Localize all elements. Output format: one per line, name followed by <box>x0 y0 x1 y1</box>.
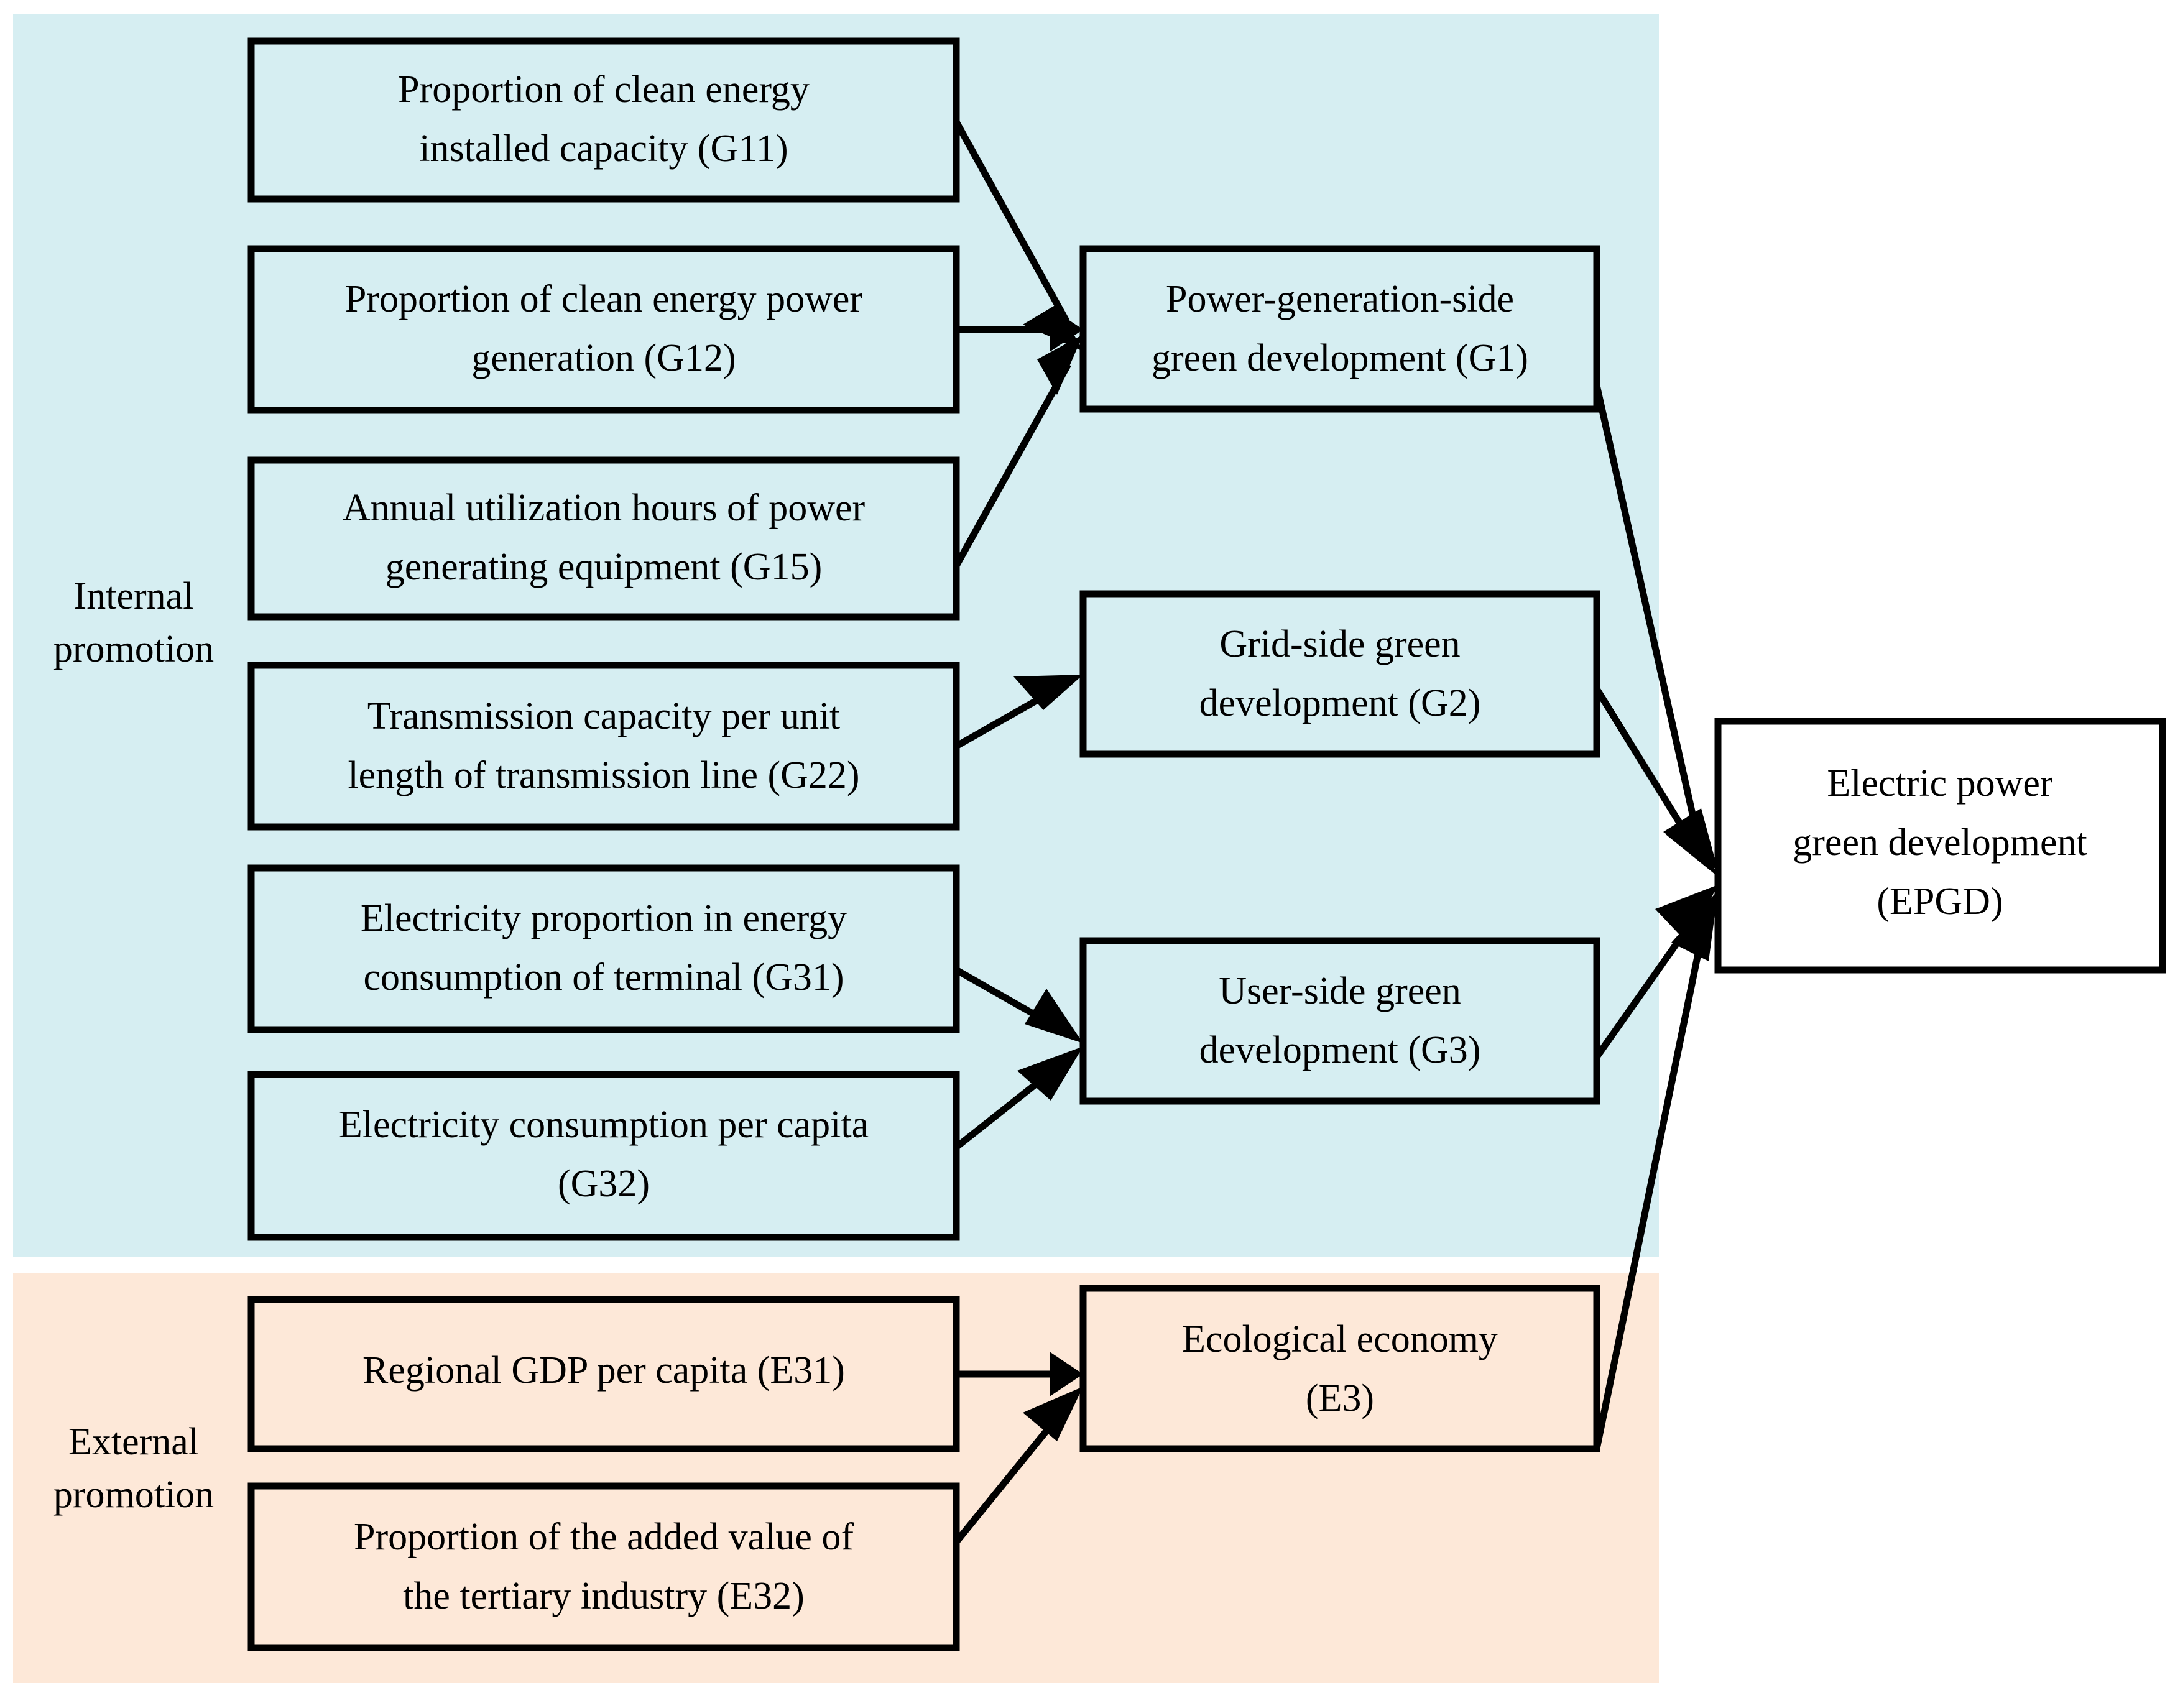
group-label-external-line2: promotion <box>53 1474 214 1516</box>
group-label-external: External promotion <box>53 1421 214 1516</box>
arrowhead-g31-g3 <box>1025 989 1083 1043</box>
node-g1-line1: Power-generation-side <box>1166 278 1514 320</box>
node-g31-line1: Electricity proportion in energy <box>361 897 847 939</box>
edge-e32-to-e3 <box>953 1387 1083 1544</box>
group-label-external-line1: External <box>68 1421 199 1463</box>
node-g3[interactable]: User-side green development (G3) <box>1079 937 1600 1105</box>
arrowhead-g12-g1 <box>1050 307 1083 352</box>
node-g2[interactable]: Grid-side green development (G2) <box>1079 590 1600 758</box>
arrowhead-g15-g1 <box>1037 335 1083 395</box>
node-g3-line2: development (G3) <box>1199 1029 1481 1071</box>
node-g22[interactable]: Transmission capacity per unit length of… <box>247 662 960 831</box>
arrowhead-e3-epgd <box>1671 890 1718 961</box>
node-g22-line1: Transmission capacity per unit <box>367 695 841 737</box>
edge-g31-to-g3 <box>954 967 1083 1043</box>
node-g15-line1: Annual utilization hours of power <box>343 487 866 529</box>
node-epgd-line3: (EPGD) <box>1877 880 2003 923</box>
node-e3-line1: Ecological economy <box>1182 1318 1498 1360</box>
edge-e31-to-e3 <box>956 1352 1083 1396</box>
node-g11-line2: installed capacity (G11) <box>419 127 788 170</box>
node-g12-line1: Proportion of clean energy power <box>345 278 863 320</box>
edge-e3-to-epgd <box>1593 890 1718 1450</box>
node-epgd-line1: Electric power <box>1827 762 2053 805</box>
node-g32-line1: Electricity consumption per capita <box>339 1104 869 1146</box>
edge-g12-to-g1 <box>956 307 1083 352</box>
node-g11[interactable]: Proportion of clean energy installed cap… <box>247 37 960 203</box>
arrowhead-e31-e3 <box>1050 1352 1083 1396</box>
node-g3-line1: User-side green <box>1219 970 1461 1012</box>
arrowhead-e32-e3 <box>1023 1387 1083 1441</box>
node-e31[interactable]: Regional GDP per capita (E31) <box>247 1296 960 1452</box>
node-g1-line2: green development (G1) <box>1152 337 1528 379</box>
node-g31[interactable]: Electricity proportion in energy consump… <box>247 864 960 1033</box>
group-label-internal: Internal promotion <box>53 575 214 670</box>
arrowhead-g22-g2 <box>1013 675 1083 710</box>
node-e32[interactable]: Proportion of the added value of the ter… <box>247 1482 960 1651</box>
arrowhead-g3-epgd <box>1655 885 1718 944</box>
node-epgd-line2: green development <box>1793 821 2087 864</box>
arrowhead-g2-epgd <box>1666 815 1718 877</box>
node-g11-line1: Proportion of clean energy <box>398 68 810 111</box>
node-g12-line2: generation (G12) <box>471 337 736 379</box>
node-e32-line2: the tertiary industry (E32) <box>403 1575 805 1617</box>
node-g32[interactable]: Electricity consumption per capita (G32) <box>247 1071 960 1241</box>
node-epgd[interactable]: Electric power green development (EPGD) <box>1714 718 2166 974</box>
edge-g2-to-epgd <box>1594 687 1718 877</box>
edge-g32-to-g3 <box>954 1046 1083 1150</box>
node-e3[interactable]: Ecological economy (E3) <box>1079 1285 1600 1452</box>
node-e3-line2: (E3) <box>1306 1377 1374 1419</box>
node-g22-line2: length of transmission line (G22) <box>348 754 859 796</box>
node-g2-line1: Grid-side green <box>1219 623 1460 665</box>
node-g32-line2: (G32) <box>558 1163 650 1205</box>
node-g31-line2: consumption of terminal (G31) <box>363 956 844 999</box>
node-g2-line2: development (G2) <box>1199 682 1481 724</box>
node-g12[interactable]: Proportion of clean energy power generat… <box>247 245 960 414</box>
group-label-internal-line1: Internal <box>74 575 194 617</box>
arrowhead-g32-g3 <box>1017 1046 1083 1101</box>
node-e31-line1: Regional GDP per capita (E31) <box>362 1349 845 1392</box>
node-e32-line1: Proportion of the added value of <box>354 1516 854 1558</box>
group-label-internal-line2: promotion <box>53 628 214 670</box>
edge-g22-to-g2 <box>954 675 1083 749</box>
node-g15-line2: generating equipment (G15) <box>386 546 822 588</box>
node-g15[interactable]: Annual utilization hours of power genera… <box>247 456 960 621</box>
edge-g15-to-g1 <box>953 335 1083 568</box>
node-g1[interactable]: Power-generation-side green development … <box>1079 245 1600 413</box>
